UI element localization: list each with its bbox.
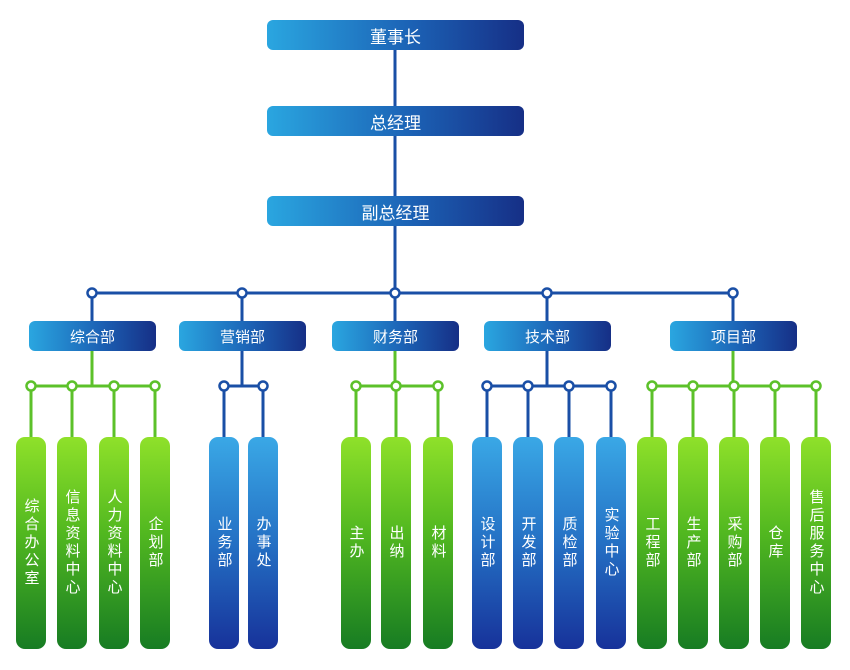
unit-box: 售后服务中心 xyxy=(801,437,831,649)
unit-box: 设计部 xyxy=(472,437,502,649)
unit-box: 质检部 xyxy=(554,437,584,649)
unit-node xyxy=(257,380,269,392)
department-box: 综合部 xyxy=(29,321,156,351)
department-node xyxy=(389,287,401,299)
unit-box: 开发部 xyxy=(513,437,543,649)
unit-box: 仓库 xyxy=(760,437,790,649)
unit-box: 实验中心 xyxy=(596,437,626,649)
unit-node xyxy=(350,380,362,392)
unit-node xyxy=(149,380,161,392)
unit-node xyxy=(481,380,493,392)
unit-node xyxy=(66,380,78,392)
unit-node xyxy=(605,380,617,392)
unit-box: 信息资料中心 xyxy=(57,437,87,649)
department-node xyxy=(86,287,98,299)
department-node xyxy=(727,287,739,299)
department-box: 营销部 xyxy=(179,321,306,351)
unit-node xyxy=(563,380,575,392)
unit-box: 人力资料中心 xyxy=(99,437,129,649)
unit-box: 企划部 xyxy=(140,437,170,649)
deputy-general-manager-box: 副总经理 xyxy=(267,196,524,226)
department-node xyxy=(541,287,553,299)
unit-box: 业务部 xyxy=(209,437,239,649)
unit-node xyxy=(218,380,230,392)
department-box: 项目部 xyxy=(670,321,797,351)
unit-box: 办事处 xyxy=(248,437,278,649)
unit-box: 工程部 xyxy=(637,437,667,649)
unit-node xyxy=(390,380,402,392)
department-node xyxy=(236,287,248,299)
department-box: 技术部 xyxy=(484,321,611,351)
unit-box: 主办 xyxy=(341,437,371,649)
general-manager-box: 总经理 xyxy=(267,106,524,136)
unit-box: 综合办公室 xyxy=(16,437,46,649)
unit-box: 出纳 xyxy=(381,437,411,649)
unit-node xyxy=(108,380,120,392)
unit-box: 采购部 xyxy=(719,437,749,649)
unit-node xyxy=(646,380,658,392)
chairman-box: 董事长 xyxy=(267,20,524,50)
unit-node xyxy=(769,380,781,392)
unit-node xyxy=(810,380,822,392)
department-box: 财务部 xyxy=(332,321,459,351)
unit-node xyxy=(687,380,699,392)
unit-node xyxy=(728,380,740,392)
unit-node xyxy=(522,380,534,392)
unit-box: 材料 xyxy=(423,437,453,649)
unit-node xyxy=(432,380,444,392)
unit-box: 生产部 xyxy=(678,437,708,649)
unit-node xyxy=(25,380,37,392)
